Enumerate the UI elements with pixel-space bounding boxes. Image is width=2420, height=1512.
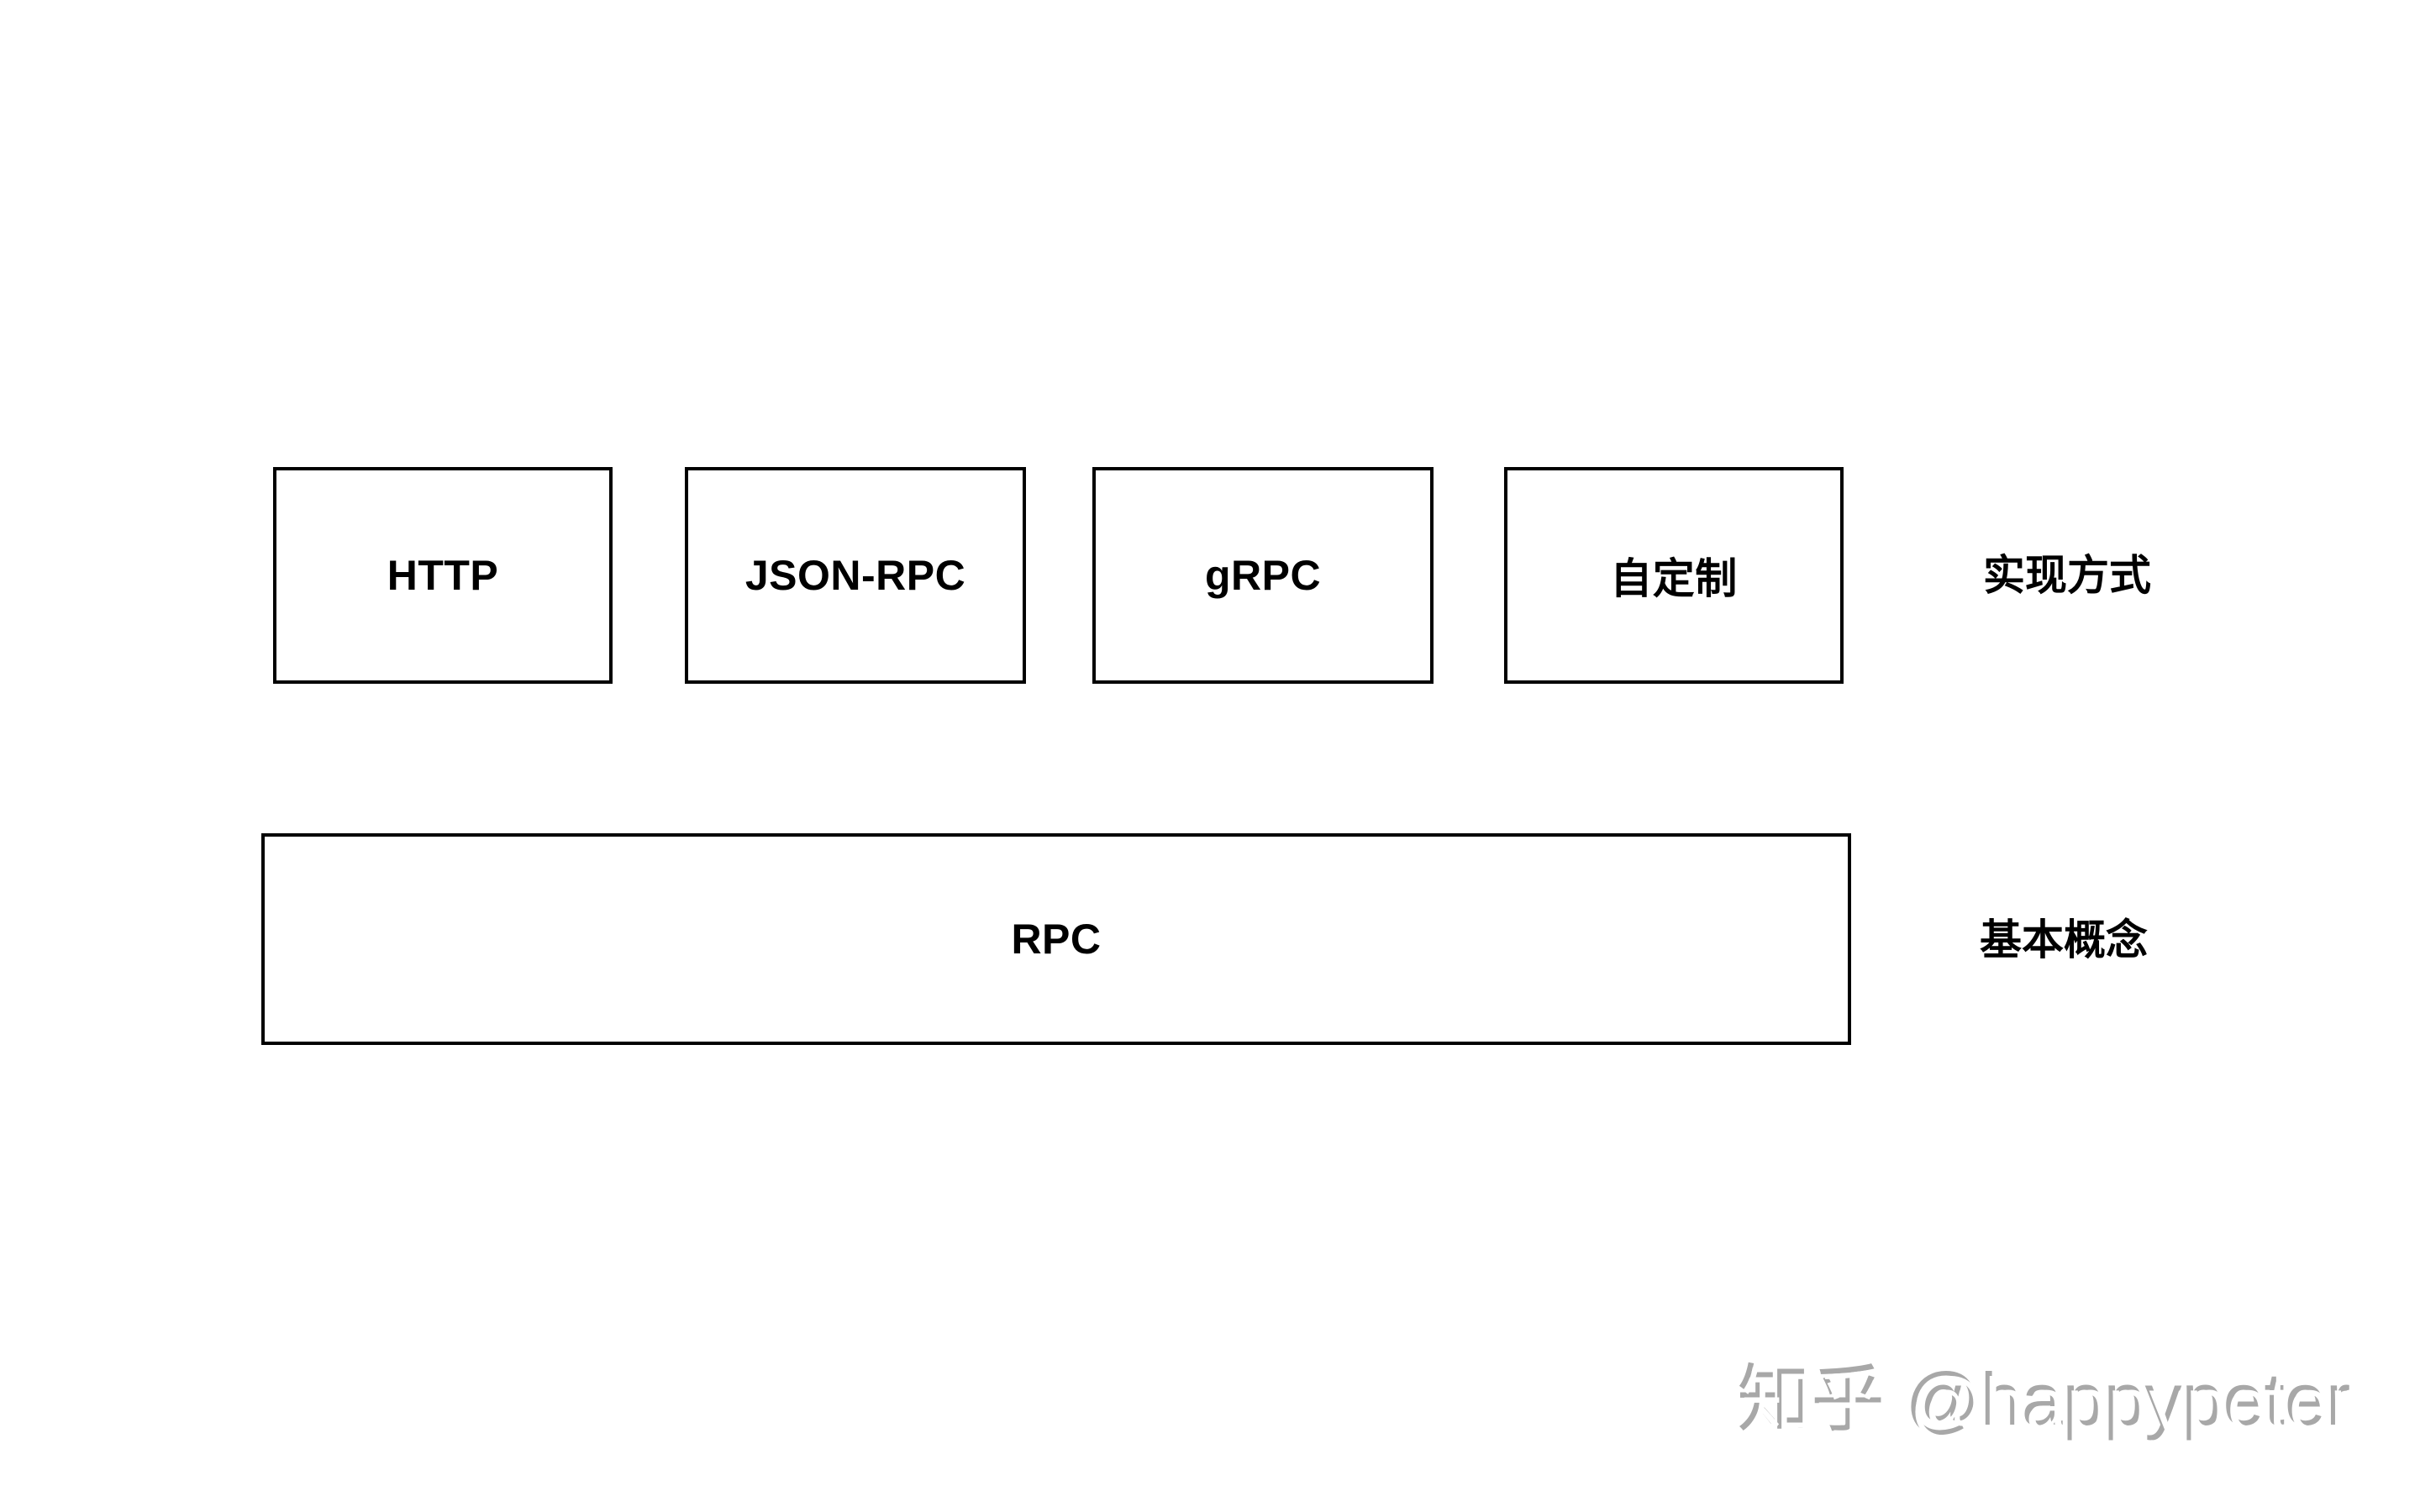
box-custom-label: 自定制 (1610, 555, 1738, 602)
box-json-rpc-label: JSON-RPC (744, 552, 966, 599)
box-custom: 自定制 (1504, 467, 1844, 684)
box-grpc: gRPC (1092, 467, 1434, 684)
box-rpc-label: RPC (1011, 916, 1102, 963)
zhihu-watermark: 知乎 @happypeter (1741, 1362, 2355, 1446)
box-grpc-label: gRPC (1204, 552, 1322, 599)
implementation-row-label: 实现方式 (1983, 552, 2151, 599)
box-http-label: HTTP (387, 552, 499, 599)
box-rpc: RPC (261, 833, 1851, 1045)
box-json-rpc: JSON-RPC (685, 467, 1026, 684)
box-http: HTTP (273, 467, 613, 684)
concept-row-label: 基本概念 (1980, 916, 2148, 963)
